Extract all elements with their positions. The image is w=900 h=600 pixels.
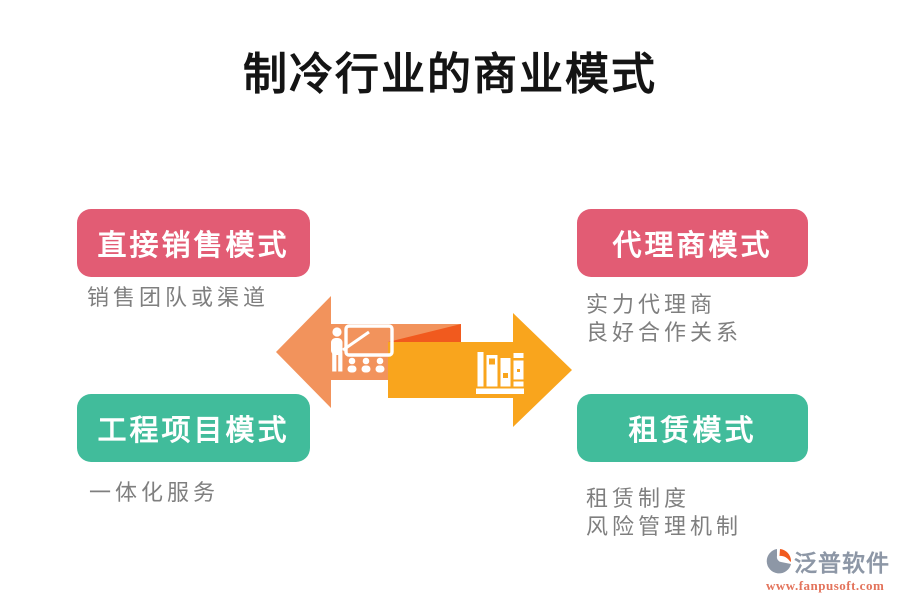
logo-url: www.fanpusoft.com xyxy=(766,578,885,593)
fanpu-logo-icon xyxy=(766,549,791,574)
mode-box-engineering-project: 工程项目模式 xyxy=(77,394,310,462)
caption-agent: 实力代理商 良好合作关系 xyxy=(586,291,742,347)
caption-line: 一体化服务 xyxy=(89,480,220,505)
caption-line: 租赁制度 xyxy=(586,486,691,511)
mode-box-leasing: 租赁模式 xyxy=(577,394,808,462)
mode-box-direct-sales: 直接销售模式 xyxy=(77,209,310,277)
caption-direct-sales: 销售团队或渠道 xyxy=(87,284,269,312)
caption-leasing: 租赁制度 风险管理机制 xyxy=(586,485,742,541)
caption-line: 实力代理商 xyxy=(586,292,717,317)
training-presentation-icon xyxy=(331,324,394,373)
caption-engineering-project: 一体化服务 xyxy=(89,479,219,507)
arrow-fold-triangle xyxy=(388,324,461,342)
audience-figures xyxy=(347,357,385,373)
mode-box-agent: 代理商模式 xyxy=(577,209,808,277)
diagram-title: 制冷行业的商业模式 xyxy=(243,50,657,99)
caption-line: 销售团队或渠道 xyxy=(87,285,270,310)
caption-line: 风险管理机制 xyxy=(586,514,743,539)
arrow-left-shape xyxy=(276,296,461,408)
fanpu-logo: 泛普软件 www.fanpusoft.com xyxy=(766,544,890,594)
caption-line: 良好合作关系 xyxy=(586,320,743,345)
logo-name: 泛普软件 xyxy=(794,551,890,576)
mode-box-label: 代理商模式 xyxy=(612,230,773,262)
mode-box-label: 租赁模式 xyxy=(628,415,757,447)
arrow-right-shape xyxy=(388,313,572,427)
mode-box-label: 直接销售模式 xyxy=(97,230,290,262)
bookshelf-icon xyxy=(476,352,524,394)
mode-box-label: 工程项目模式 xyxy=(97,415,290,447)
